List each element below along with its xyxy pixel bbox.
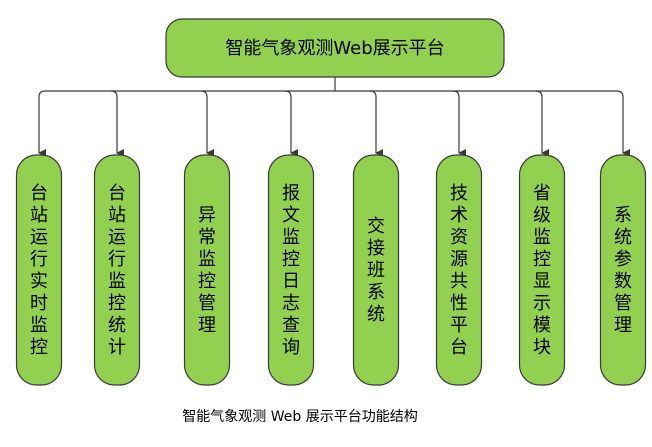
module-arrow: [369, 90, 383, 157]
module-node-label: 台站运行监控统计: [108, 183, 126, 358]
module-node: 交接班系统: [352, 154, 400, 386]
module-node-box: [93, 154, 141, 386]
module-node-box: [352, 154, 400, 386]
module-node-box: [183, 154, 231, 386]
module-node-label: 报文监控日志查询: [282, 183, 300, 358]
diagram-caption: 智能气象观测 Web 展示平台功能结构: [182, 409, 418, 425]
connectors: [38, 77, 630, 157]
module-arrow: [452, 90, 466, 157]
module-node-label: 交接班系统: [367, 216, 385, 325]
module-arrow: [616, 90, 630, 157]
module-node: 省级监控显示模块: [518, 154, 566, 386]
module-arrow: [284, 90, 298, 157]
module-arrow: [38, 90, 46, 157]
module-node-label: 台站运行实时监控: [30, 183, 48, 358]
module-node-box: [15, 154, 63, 386]
module-arrow: [200, 90, 214, 157]
module-node-label: 技术资源共性平台: [450, 183, 468, 358]
module-node: 异常监控管理: [183, 154, 231, 386]
module-node-box: [518, 154, 566, 386]
module-node-box: [435, 154, 483, 386]
module-arrow: [535, 90, 549, 157]
module-node: 系统参数管理: [599, 154, 647, 386]
module-node: 技术资源共性平台: [435, 154, 483, 386]
module-node-box: [267, 154, 315, 386]
module-arrow: [110, 90, 124, 157]
module-node-box: [599, 154, 647, 386]
module-node: 台站运行实时监控: [15, 154, 63, 386]
module-node-label: 省级监控显示模块: [533, 183, 551, 358]
root-node: 智能气象观测Web展示平台: [165, 18, 505, 78]
root-node-label: 智能气象观测Web展示平台: [225, 38, 444, 59]
module-node-label: 系统参数管理: [614, 205, 632, 336]
module-node-label: 异常监控管理: [198, 205, 216, 336]
module-node: 台站运行监控统计: [93, 154, 141, 386]
root-node-box: [165, 18, 505, 78]
module-nodes: 台站运行实时监控 台站运行监控统计 异常监控管理 报文监控日志查询 交接班系统 技术资源共…: [15, 154, 647, 386]
module-node: 报文监控日志查询: [267, 154, 315, 386]
